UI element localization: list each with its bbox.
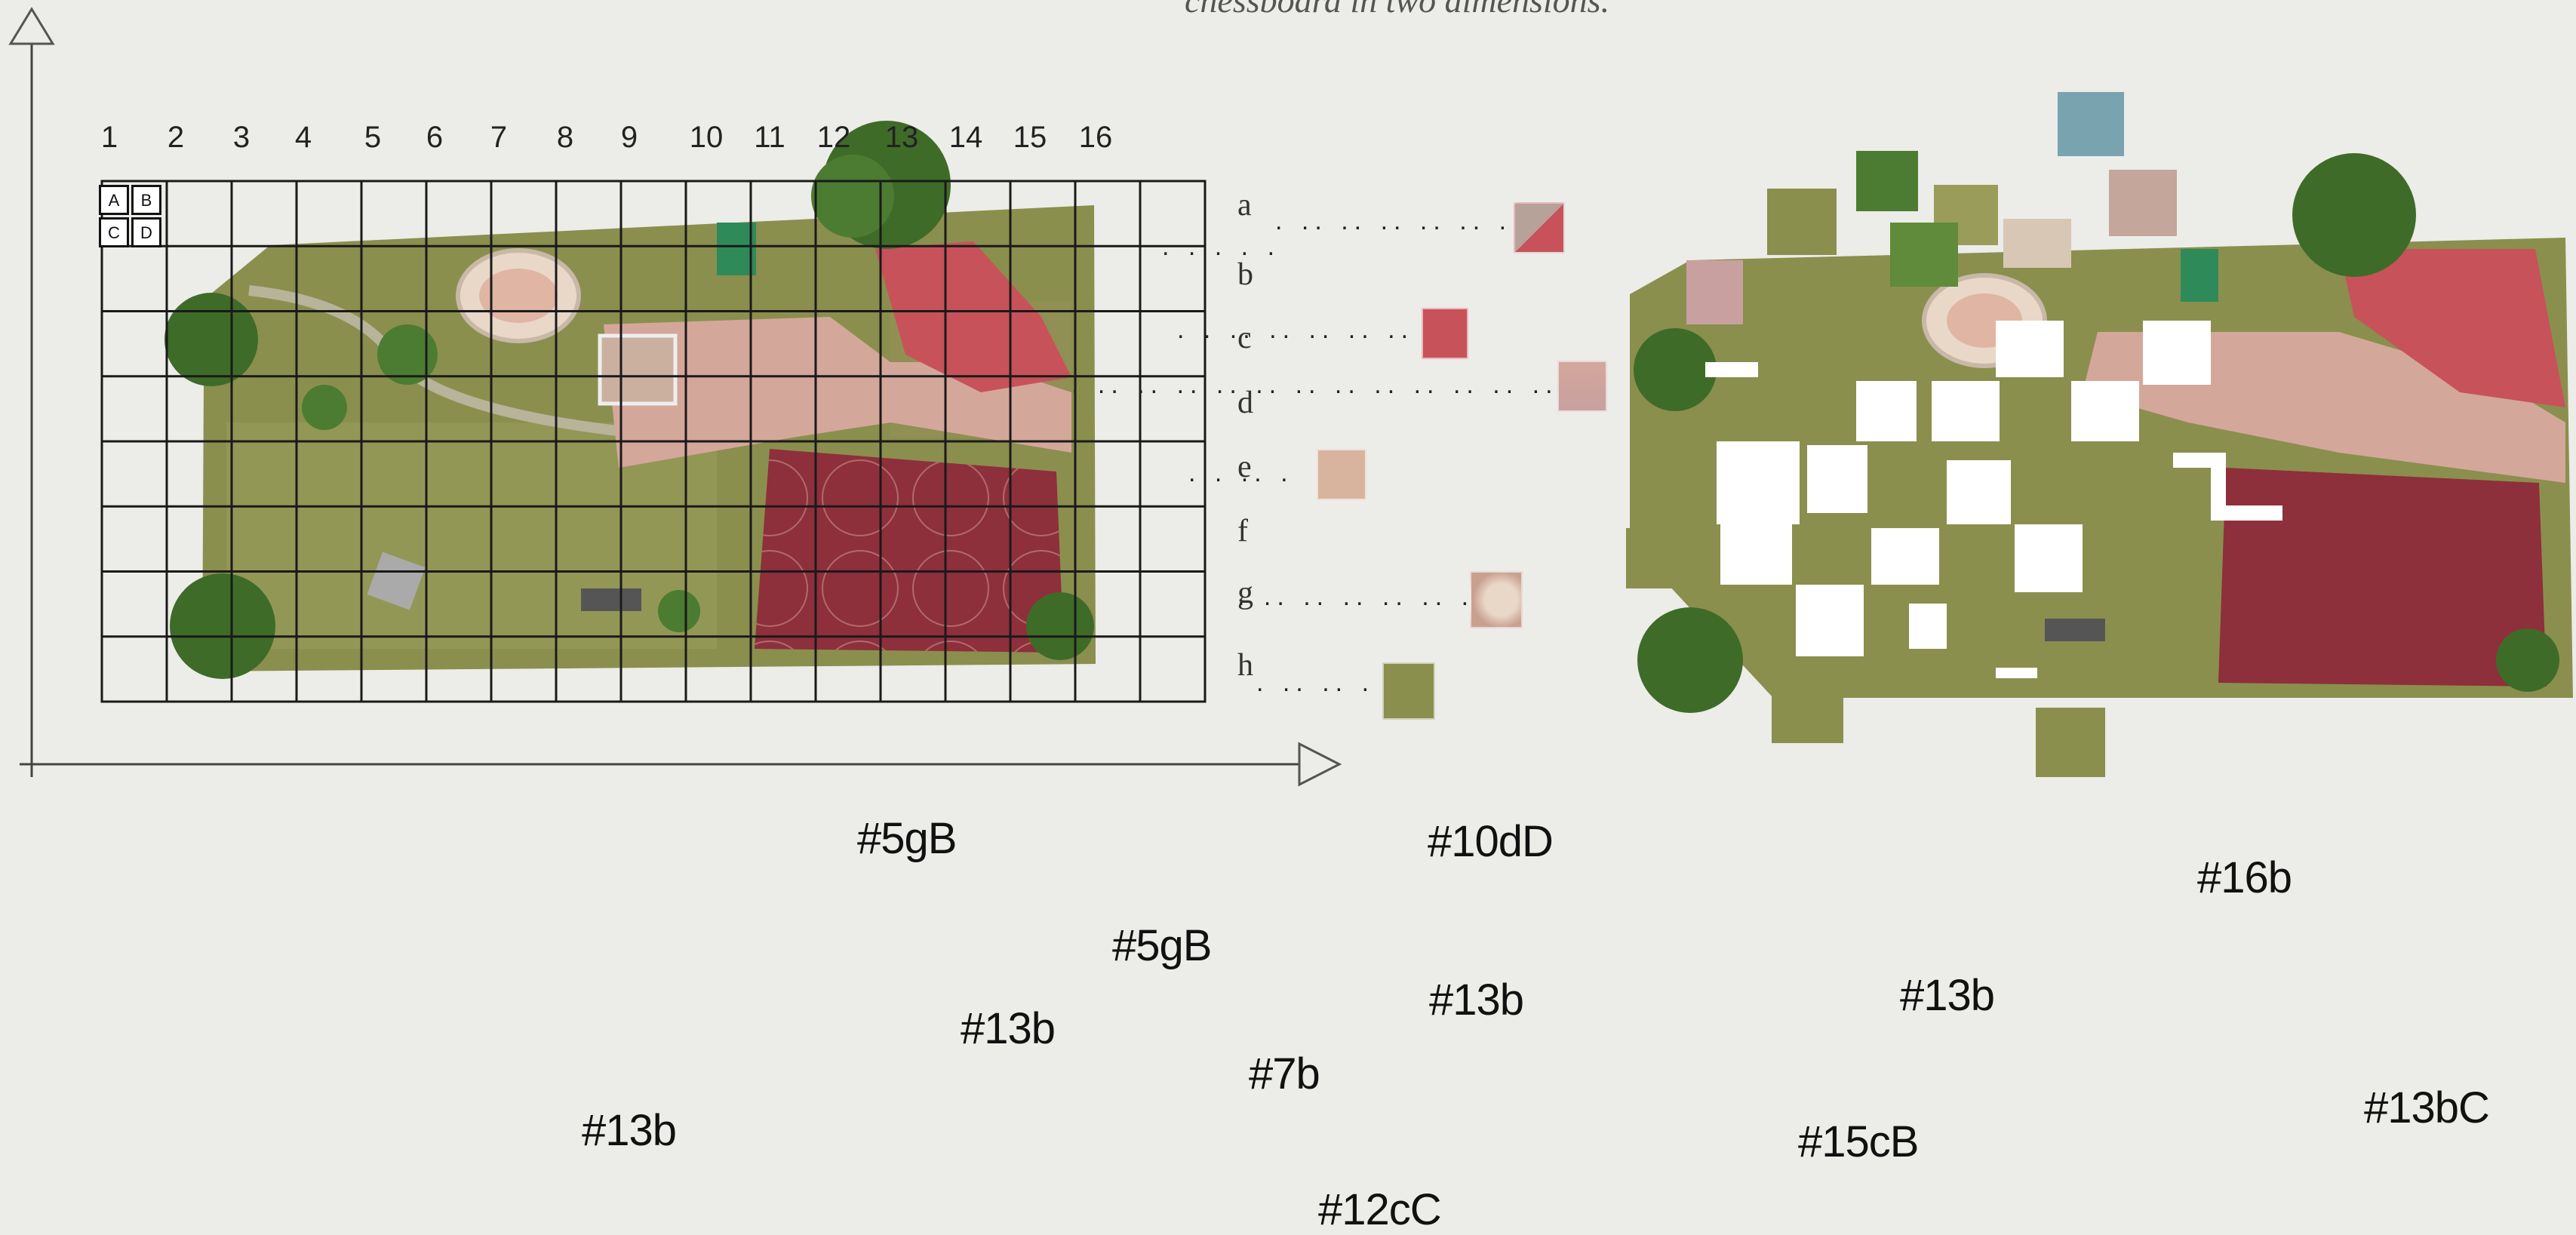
- position-label: #15cB: [1798, 1117, 1918, 1167]
- position-label: #13b: [1429, 975, 1523, 1025]
- position-label: #12cC: [1318, 1184, 1441, 1235]
- position-label: #13b: [1900, 970, 1994, 1021]
- position-label: #10dD: [1428, 816, 1553, 867]
- position-label: #13b: [582, 1105, 676, 1156]
- position-label: #13bC: [2364, 1083, 2489, 1133]
- position-label: #7b: [1249, 1049, 1320, 1099]
- position-label: #13b: [961, 1003, 1055, 1054]
- position-label: #5gB: [857, 813, 956, 864]
- position-label: #16b: [2197, 853, 2292, 903]
- aerial-map-exploded: [0, 0, 2576, 800]
- position-label: #5gB: [1112, 920, 1211, 971]
